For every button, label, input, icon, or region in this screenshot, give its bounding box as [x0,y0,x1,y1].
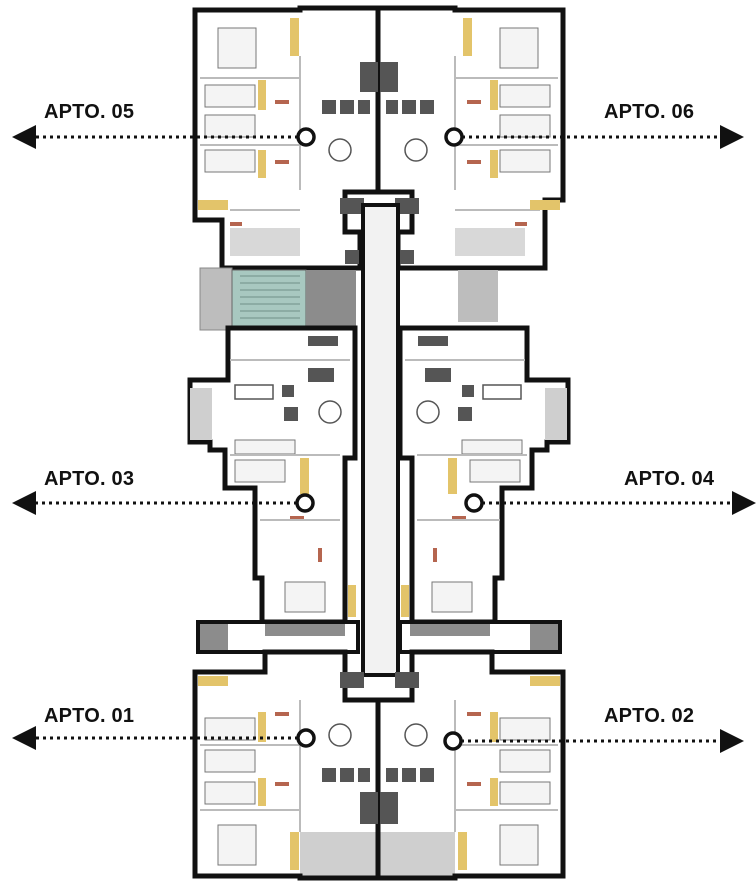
apt-01-marker [12,726,316,750]
doors-top [230,100,527,226]
block-middle [187,325,571,625]
apt-04-marker [464,491,756,515]
apt-02-marker [443,729,744,753]
bottom-block-outline [192,649,566,881]
apt-04-label: APTO. 04 [624,468,715,490]
beds-top [204,27,551,173]
apt-03-label: APTO. 03 [44,468,135,490]
shaft [458,270,498,322]
apt-06-point [444,127,464,147]
block-bottom [192,649,566,881]
apt-01-point [296,728,316,748]
apt-04-point [464,493,484,513]
apt-05-marker [12,125,316,149]
apt-06-label: APTO. 06 [604,101,695,123]
apt-03-point [295,493,315,513]
stair [231,269,307,329]
apt-06-marker [444,125,744,149]
service-area-05 [230,228,300,256]
apt-03-marker [12,491,315,515]
apt-05-point [296,127,316,147]
apt-02-label: APTO. 02 [604,705,695,727]
apt-05-label: APTO. 05 [44,101,135,123]
elevator [306,270,356,328]
service-strip-bottom [196,620,562,654]
wardrobes-top [198,18,560,210]
furniture-top [322,62,434,264]
apt-01-label: APTO. 01 [44,705,135,727]
apt-02-point [443,731,463,751]
service-area-06 [455,228,525,256]
corridor [361,203,400,677]
